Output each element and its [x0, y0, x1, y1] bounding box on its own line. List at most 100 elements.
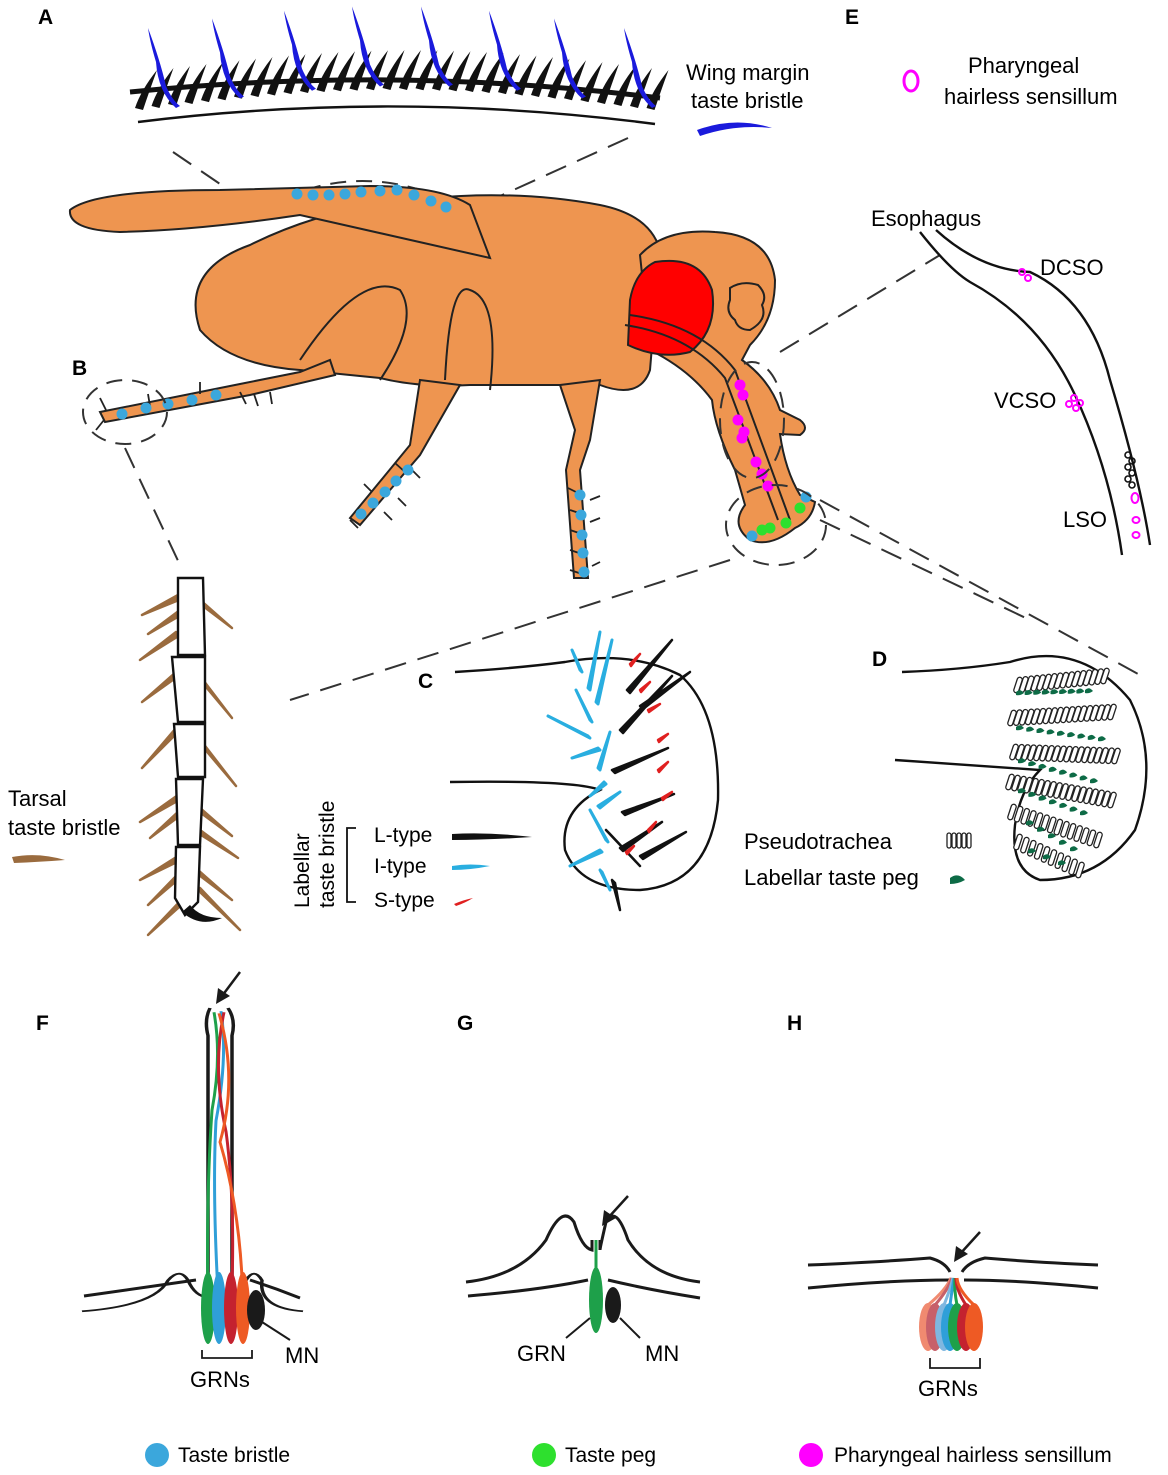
taste-bristle-dot — [578, 548, 589, 559]
tarsal-segment-4 — [176, 779, 203, 845]
vcso-label: VCSO — [994, 388, 1056, 413]
grn-f-cell-body — [212, 1272, 226, 1344]
tarsal-segment-1 — [178, 578, 205, 655]
pharyngeal-sensillum — [1071, 395, 1077, 401]
pseudotrachea-icon-ring — [962, 833, 966, 848]
mn-f-label: MN — [285, 1343, 319, 1368]
i-type-label: I-type — [374, 855, 427, 878]
taste-bristle-dot — [187, 395, 198, 406]
lso-bristle-sensillum — [1125, 476, 1131, 482]
fly-hind-leg — [560, 380, 600, 578]
mn-g-label: MN — [645, 1341, 679, 1366]
i-type-icon — [452, 865, 490, 871]
panel-letter-c: C — [418, 670, 433, 693]
lso-bristle-sensillum — [1129, 482, 1135, 488]
labellar-taste-peg — [1039, 764, 1047, 769]
pharyngeal-sensillum-dot — [751, 457, 762, 468]
tarsus-detail — [140, 578, 240, 935]
l-type-icon — [452, 833, 532, 840]
labellar-taste-peg — [1059, 689, 1067, 694]
labellar-taste-peg — [1051, 689, 1059, 694]
taste-bristle-dot — [391, 476, 402, 487]
taste-peg-dot — [795, 503, 806, 514]
taste-peg-dot — [781, 518, 792, 529]
pharyngeal-sensillum — [1133, 517, 1140, 523]
lso-bristle-sensillum — [1125, 464, 1131, 470]
pharyngeal-sensillum-legend-icon — [904, 71, 918, 91]
esophagus-label: Esophagus — [871, 206, 981, 231]
labellum-bristle-detail — [450, 632, 718, 910]
taste-bristle-dot — [403, 465, 414, 476]
tarsal-bristle — [200, 808, 232, 836]
labellar-type-bracket — [347, 828, 356, 902]
lso-bristle-sensillum — [1129, 470, 1135, 476]
h-outline-bottom-right — [964, 1280, 1098, 1288]
tarsal-bristle — [200, 888, 240, 930]
taste-bristle-dot — [324, 190, 335, 201]
zoom-line-b — [125, 448, 180, 565]
legend-taste-bristle-swatch — [145, 1443, 169, 1467]
grns-h-label: GRNs — [918, 1376, 978, 1401]
labellar-taste-peg — [1037, 728, 1045, 733]
labellar-taste-peg — [1098, 736, 1106, 741]
taste-bristle-dot — [575, 490, 586, 501]
pharyngeal-sensillum-schematic: GRNs — [808, 1232, 1098, 1401]
tarsal-bristle — [142, 728, 177, 768]
mn-f-pointer — [262, 1322, 290, 1340]
taste-bristle-dot — [441, 202, 452, 213]
s-type-bristle — [658, 734, 668, 742]
labellar-taste-peg — [1049, 767, 1057, 772]
tarsal-segment-5 — [175, 847, 200, 915]
grns-h-bracket — [930, 1358, 980, 1368]
dcso-label: DCSO — [1040, 255, 1104, 280]
fly-eye — [628, 261, 713, 355]
leg-hair — [96, 420, 104, 430]
leg-hair — [398, 498, 406, 506]
labellar-taste-peg — [1088, 735, 1096, 740]
labellar-taste-peg — [1026, 727, 1034, 732]
pseudotrachea-icon-ring — [967, 833, 971, 848]
l-type-bristle — [606, 830, 640, 866]
i-type-bristle — [570, 850, 602, 866]
leg-hair — [100, 398, 106, 410]
labellar-taste-peg — [1076, 688, 1084, 693]
panel-letter-g: G — [457, 1012, 473, 1035]
labellar-taste-peg — [1080, 775, 1088, 780]
labellar-taste-peg — [1085, 688, 1093, 693]
taste-bristle-dot — [577, 530, 588, 541]
legend-taste-bristle-label: Taste bristle — [178, 1444, 290, 1467]
i-type-bristle — [590, 782, 606, 796]
labellar-taste-bristles — [548, 632, 690, 910]
panel-letter-b: B — [72, 357, 87, 380]
tarsal-bristle — [142, 672, 177, 702]
pharyngeal-sensillum-dot — [733, 415, 744, 426]
leg-hair — [364, 484, 372, 492]
tarsal-bristle — [140, 856, 179, 880]
pharyngeal-sensillum-dot — [737, 433, 748, 444]
labellar-taste-peg — [1059, 840, 1067, 845]
labellar-taste-peg — [1070, 807, 1078, 812]
tarsal-label-line1: Tarsal — [8, 786, 67, 811]
taste-bristle-dot — [356, 187, 367, 198]
labellar-taste-peg — [1028, 761, 1036, 766]
labellar-label-line2: taste bristle — [316, 801, 339, 908]
arrow-f-shaft — [222, 972, 240, 996]
legend: Taste bristle Taste peg Pharyngeal hairl… — [145, 1443, 1112, 1467]
peg-g-cuticle-right — [608, 1280, 700, 1298]
labellar-taste-peg — [1090, 778, 1098, 783]
labellar-taste-peg — [1080, 810, 1088, 815]
grn-g-pointer — [566, 1318, 590, 1338]
labellar-taste-peg — [1070, 846, 1078, 851]
i-type-bristle — [576, 690, 592, 722]
labellar-taste-peg — [1047, 729, 1055, 734]
pseudotrachea-rows — [1005, 668, 1121, 879]
mn-g-pointer — [620, 1318, 640, 1338]
lso-label: LSO — [1063, 507, 1107, 532]
labellar-taste-peg — [1069, 773, 1077, 778]
pharyngeal-sensillum — [1066, 401, 1072, 407]
labellar-taste-peg-label: Labellar taste peg — [744, 865, 919, 890]
fly-middle-leg — [350, 380, 460, 525]
leg-hair — [270, 392, 272, 404]
peg-g-outline-right — [600, 1216, 700, 1282]
taste-bristle-dot — [292, 189, 303, 200]
